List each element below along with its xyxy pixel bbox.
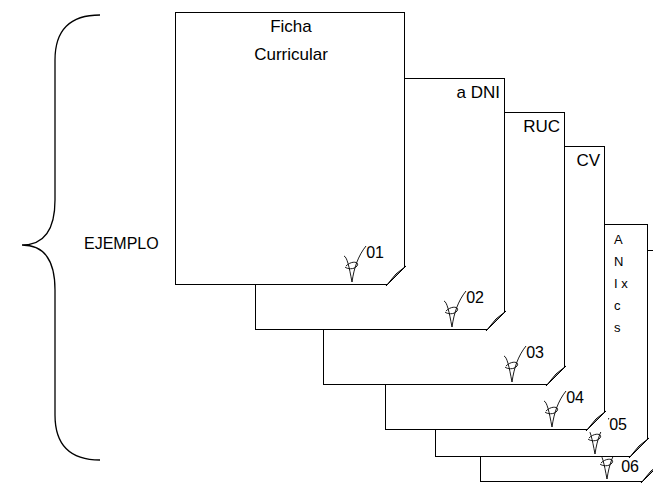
page-number: 04 xyxy=(566,389,584,406)
page-number: 01 xyxy=(366,244,384,261)
page-title: RUC xyxy=(523,117,560,136)
page-number: 03 xyxy=(526,344,544,361)
page-title: a DNI xyxy=(457,83,500,102)
page-title: A N I x c s xyxy=(614,232,628,335)
page-title: CV xyxy=(576,151,600,170)
page-number: 06 xyxy=(621,458,639,475)
page-number: 02 xyxy=(466,289,484,306)
page-number: 05 xyxy=(609,416,627,433)
document-page: Ficha Curricular 01 xyxy=(175,12,405,285)
page-title: Ficha Curricular xyxy=(254,17,328,64)
group-label: EJEMPLO xyxy=(84,235,159,252)
